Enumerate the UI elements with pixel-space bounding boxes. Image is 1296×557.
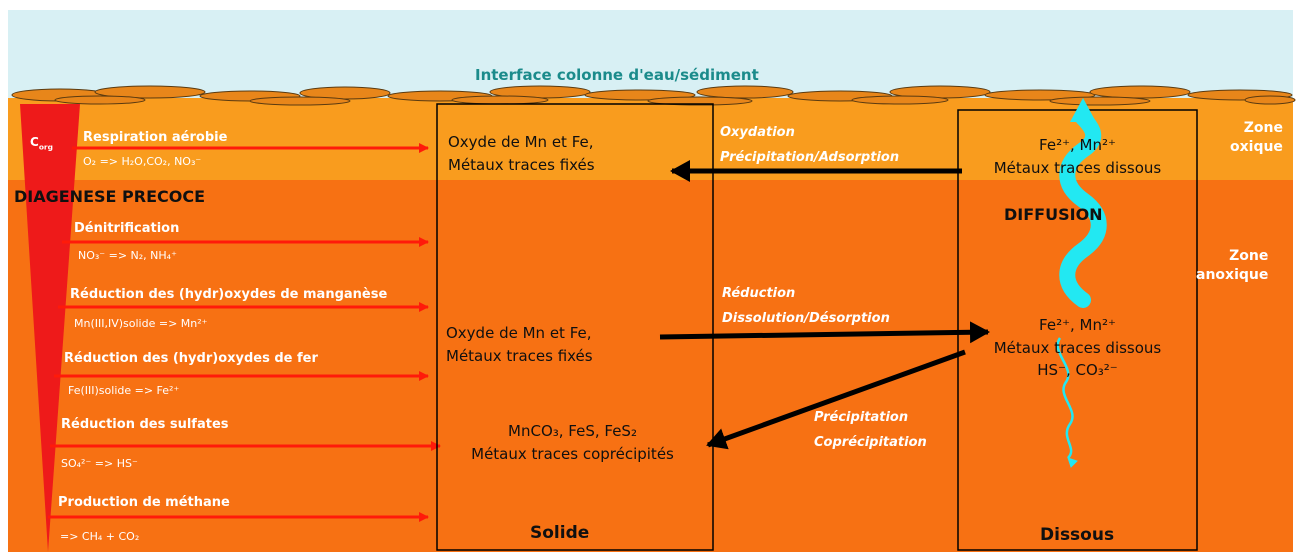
interface-label: Interface colonne d'eau/sédiment [475, 66, 759, 84]
reduction-arrow [659, 321, 990, 344]
diffusion-label: DIFFUSION [1004, 205, 1103, 224]
process-arrows [659, 160, 990, 450]
reaction-equation-3: Mn(III,IV)solide => Mn²⁺ [74, 317, 208, 330]
process-precipitation: Précipitation Coprécipitation [814, 410, 927, 450]
dissolved-box-label: Dissous [1040, 525, 1115, 545]
solid-carbonates: MnCO₃, FeS, FeS₂ Métaux traces coprécipi… [471, 422, 674, 463]
corg-label: Corg [30, 135, 53, 152]
water-column [8, 10, 1293, 100]
diffusion-wave [1059, 110, 1107, 308]
reaction-title-6: Production de méthane [58, 495, 230, 510]
process-oxidation: Oxydation Précipitation/Adsorption [720, 125, 900, 165]
solid-oxide-mid: Oxyde de Mn et Fe, Métaux traces fixés [446, 324, 593, 365]
sediment-interface-pebbles [11, 85, 1296, 106]
reaction-title-5: Réduction des sulfates [61, 417, 229, 432]
reaction-equation-1: O₂ => H₂O,CO₂, NO₃⁻ [83, 155, 202, 168]
zone-anoxic-label: Zone anoxique [1196, 248, 1269, 283]
reaction-arrows [48, 143, 441, 522]
dissolved-top: Fe²⁺, Mn²⁺ Métaux traces dissous [993, 136, 1162, 177]
diffusion-thin-wave [1056, 337, 1078, 468]
corg-gradient-wedge [20, 104, 80, 552]
reaction-equation-6: => CH₄ + CO₂ [60, 530, 140, 543]
reaction-title-1: Respiration aérobie [83, 130, 228, 145]
process-reduction: Réduction Dissolution/Désorption [722, 286, 890, 326]
reaction-title-3: Réduction des (hydr)oxydes de manganèse [70, 287, 388, 302]
dissolved-mid: Fe²⁺, Mn²⁺ Métaux traces dissous HS⁻, CO… [993, 316, 1162, 379]
reaction-title-2: Dénitrification [74, 221, 180, 236]
solid-oxide-top: Oxyde de Mn et Fe, Métaux traces fixés [448, 133, 595, 174]
reaction-equation-4: Fe(III)solide => Fe²⁺ [68, 384, 180, 397]
diffusion-arrowhead [1070, 98, 1096, 122]
reaction-equation-5: SO₄²⁻ => HS⁻ [61, 457, 138, 470]
zone-oxic-label: Zone oxique [1230, 120, 1283, 155]
diagenese-title: DIAGENESE PRECOCE [14, 187, 206, 206]
solid-box-label: Solide [530, 523, 590, 543]
reaction-title-4: Réduction des (hydr)oxydes de fer [64, 351, 318, 366]
reaction-equation-2: NO₃⁻ => N₂, NH₄⁺ [78, 249, 177, 262]
solid-box [436, 103, 714, 551]
precipitation-arrow [706, 349, 966, 450]
